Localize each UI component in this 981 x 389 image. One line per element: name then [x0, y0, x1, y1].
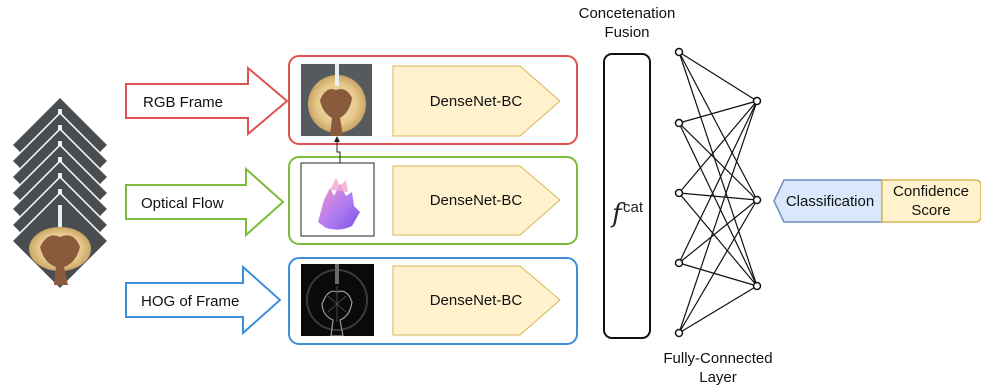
- hog-frame-thumbnail: [301, 264, 374, 336]
- fc-node: [752, 96, 762, 106]
- fc-connection: [678, 100, 758, 194]
- confidence-score-box: Confidence Score: [881, 179, 981, 223]
- flow-to-rgb-connector: [334, 136, 341, 163]
- fc-node: [674, 47, 684, 57]
- densenet-block-rgb: DenseNet-BC: [392, 65, 561, 137]
- hog-frame-arrow: HOG of Frame: [125, 264, 282, 336]
- hog-stream-box: [288, 257, 578, 345]
- fc-node: [752, 281, 762, 291]
- fc-connection: [678, 100, 758, 124]
- densenet-label: DenseNet-BC: [430, 292, 523, 309]
- stacked-rgb-frames: [10, 95, 110, 291]
- fc-connection: [678, 100, 758, 334]
- fc-label-line1: Fully-Connected: [663, 350, 772, 367]
- fc-connection: [678, 192, 758, 201]
- fc-label-line2: Layer: [699, 369, 737, 386]
- fc-connection: [678, 51, 758, 287]
- fc-connection: [678, 51, 758, 102]
- fc-connection: [678, 285, 758, 334]
- confidence-label-line2: Score: [911, 202, 950, 219]
- fc-node: [752, 195, 762, 205]
- optical-flow-arrow: Optical Flow: [125, 166, 285, 238]
- densenet-block-hog: DenseNet-BC: [392, 265, 561, 336]
- fc-connection: [678, 262, 758, 287]
- fully-connected-layer: [674, 47, 762, 338]
- fc-connection: [678, 122, 758, 201]
- fusion-title-line2: Fusion: [604, 24, 649, 41]
- fc-node: [674, 328, 684, 338]
- classification-box: Classification: [773, 179, 883, 223]
- classification-label: Classification: [786, 193, 874, 210]
- fc-connection: [678, 199, 758, 264]
- densenet-label: DenseNet-BC: [430, 192, 523, 209]
- stacked-frame: [10, 191, 110, 291]
- fc-node: [674, 188, 684, 198]
- hog-frame-label: HOG of Frame: [141, 293, 239, 310]
- confidence-label-line1: Confidence: [893, 183, 969, 200]
- fc-connection: [678, 51, 758, 201]
- fc-node: [674, 258, 684, 268]
- optical-flow-stream-box: [288, 156, 578, 245]
- rgb-frame-label: RGB Frame: [143, 94, 223, 111]
- rgb-stream-box: [288, 55, 578, 145]
- fc-connection: [678, 192, 758, 287]
- fusion-block: [603, 53, 651, 339]
- optical-flow-label: Optical Flow: [141, 195, 224, 212]
- fc-connection: [678, 100, 758, 264]
- fc-connection: [678, 199, 758, 334]
- optical-flow-thumbnail: [300, 162, 375, 237]
- fusion-title-line1: Concetenation: [579, 5, 676, 22]
- densenet-block-flow: DenseNet-BC: [392, 165, 561, 236]
- fusion-superscript: cat: [623, 199, 644, 216]
- fc-connection: [678, 122, 758, 287]
- rgb-frame-arrow: RGB Frame: [125, 65, 289, 137]
- densenet-label: DenseNet-BC: [430, 93, 523, 110]
- rgb-frame-thumbnail: [301, 64, 372, 136]
- fc-node: [674, 118, 684, 128]
